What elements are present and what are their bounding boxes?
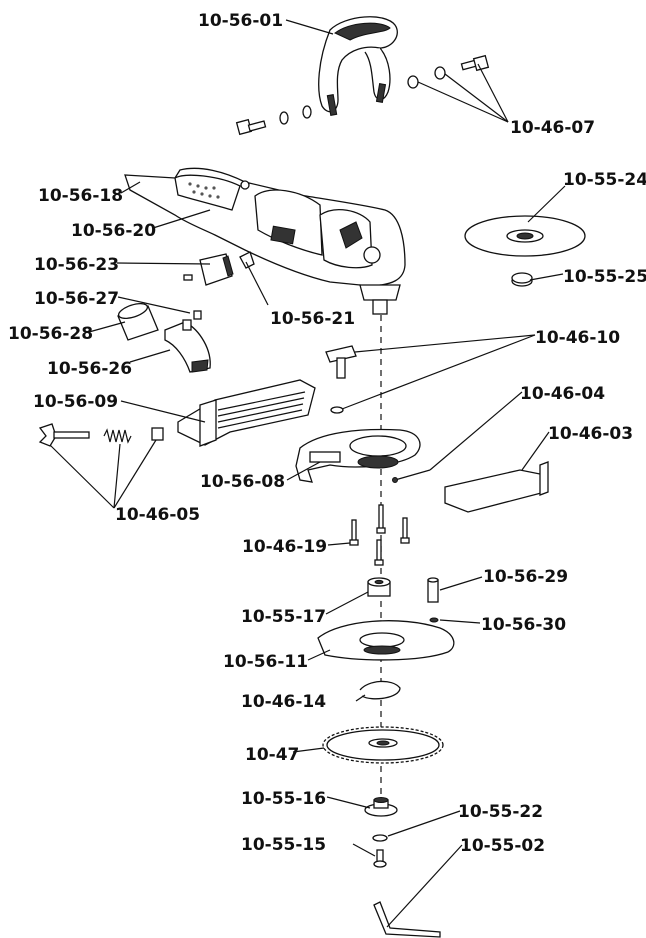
label-10-55-24: 10-55-24 [563, 170, 646, 190]
guard-screw [374, 539, 384, 566]
label-10-55-25: 10-55-25 [563, 267, 646, 287]
washer [407, 75, 419, 89]
wing-bolt [38, 423, 90, 447]
label-10-46-10: 10-46-10 [535, 328, 620, 348]
label-10-46-14: 10-46-14 [241, 692, 326, 712]
label-10-56-26: 10-56-26 [47, 359, 132, 379]
label-10-56-29: 10-56-29 [483, 567, 568, 587]
guard-screw [376, 504, 386, 534]
label-10-47: 10-47 [245, 745, 299, 765]
leader-lines [49, 19, 566, 928]
guard-screw [349, 519, 359, 546]
label-10-56-27: 10-56-27 [34, 289, 119, 309]
label-10-56-09: 10-56-09 [33, 392, 118, 412]
washer [434, 66, 446, 80]
small-screw [183, 274, 193, 281]
flange [364, 797, 398, 817]
flange-screw [373, 849, 387, 868]
grinding-disc [464, 215, 586, 257]
square-nut [151, 427, 164, 441]
label-10-56-30: 10-56-30 [481, 615, 566, 635]
spacer-bushing [367, 577, 391, 597]
locking-knob [325, 345, 357, 414]
spring [103, 428, 132, 444]
saw-blade [322, 726, 444, 764]
lower-guard [317, 620, 455, 661]
washer [372, 834, 388, 842]
label-10-55-02: 10-55-02 [460, 836, 545, 856]
wheel-guard [295, 428, 421, 483]
label-10-56-18: 10-56-18 [38, 186, 123, 206]
label-10-46-05: 10-46-05 [115, 505, 200, 525]
label-10-56-28: 10-56-28 [8, 324, 93, 344]
pin [193, 310, 202, 320]
dust-adaptor [117, 302, 159, 341]
retaining-ring [359, 680, 401, 700]
switch-lever [239, 251, 255, 269]
handle-bolt-right [460, 54, 490, 72]
dust-nozzle [164, 319, 211, 373]
label-10-55-17: 10-55-17 [241, 607, 326, 627]
support-bracket [444, 461, 549, 513]
label-10-56-11: 10-56-11 [223, 652, 308, 672]
dust-guide [177, 379, 316, 447]
label-10-56-20: 10-56-20 [71, 221, 156, 241]
label-10-55-15: 10-55-15 [241, 835, 326, 855]
clip-spring [394, 469, 431, 481]
label-10-56-21: 10-56-21 [270, 309, 355, 329]
label-10-46-04: 10-46-04 [520, 384, 605, 404]
washer [302, 105, 312, 119]
grinder-body [124, 167, 406, 315]
label-10-56-08: 10-56-08 [200, 472, 285, 492]
small-washer [429, 617, 439, 623]
disc-nut [511, 272, 533, 287]
side-handle [318, 16, 398, 116]
guide-pin [427, 577, 439, 603]
handle-bolt-left [235, 118, 267, 136]
label-10-55-16: 10-55-16 [241, 789, 326, 809]
label-10-55-22: 10-55-22 [458, 802, 543, 822]
guard-screw [400, 517, 410, 544]
label-10-46-03: 10-46-03 [548, 424, 633, 444]
label-10-46-07: 10-46-07 [510, 118, 595, 138]
hex-key [373, 901, 441, 938]
label-10-46-19: 10-46-19 [242, 537, 327, 557]
label-10-56-23: 10-56-23 [34, 255, 119, 275]
washer [279, 111, 289, 125]
label-10-56-01: 10-56-01 [198, 11, 283, 31]
